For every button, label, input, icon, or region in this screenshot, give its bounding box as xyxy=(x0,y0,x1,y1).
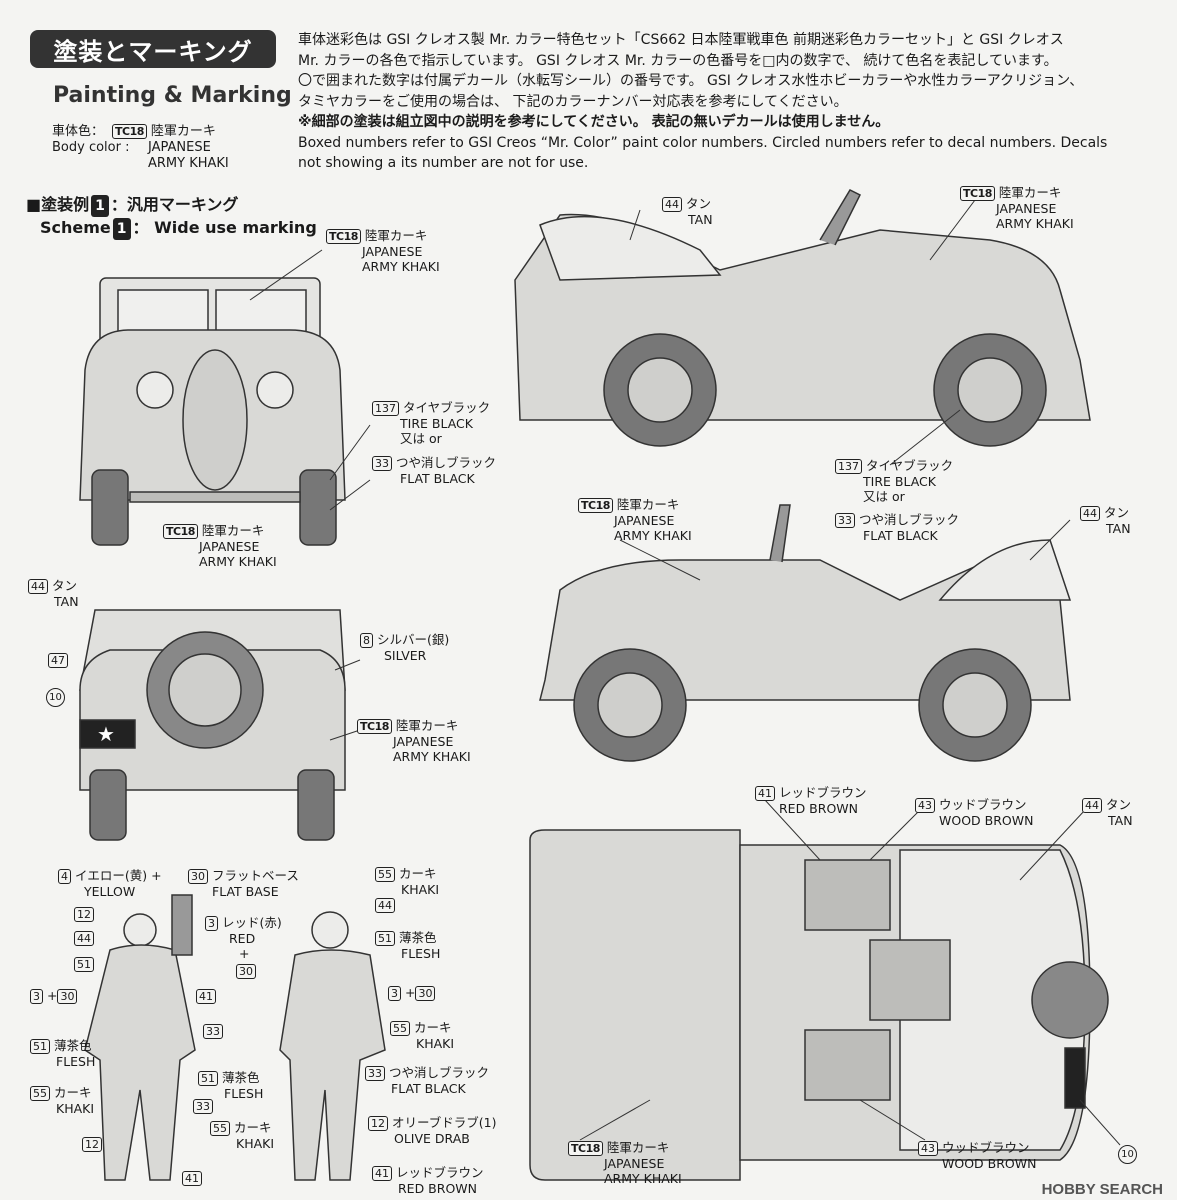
num-30-fig: 30 xyxy=(236,963,260,979)
paint-code-box: TC18 xyxy=(112,124,147,139)
num-33b-fig: 33 xyxy=(193,1098,217,1114)
num-12b-fig: 12 xyxy=(82,1136,106,1152)
rear-view-vehicle: ★ xyxy=(79,609,346,841)
front-view-vehicle xyxy=(79,277,346,546)
section-title: 塗装とマーキング xyxy=(30,30,276,68)
section-title-en: Painting & Marking xyxy=(53,83,292,108)
num-41b-fig: 41 xyxy=(182,1170,206,1186)
num-44-fig: 44 xyxy=(74,930,98,946)
num-41-fig: 41 xyxy=(196,988,220,1004)
num-12-fig: 12 xyxy=(74,906,98,922)
svg-text:★: ★ xyxy=(97,722,115,746)
collar-tab-sample xyxy=(171,894,193,956)
num-3-30-fig: 3+30 xyxy=(30,988,81,1004)
side-view-vehicle-2 xyxy=(539,504,1072,762)
top-view-vehicle xyxy=(529,829,1109,1181)
decal-10-top: 10 xyxy=(1118,1145,1141,1164)
figure-back xyxy=(279,911,386,1181)
decal-10-rear: 10 xyxy=(46,688,69,707)
leader-lines xyxy=(249,199,1121,1146)
side-view-vehicle-1 xyxy=(514,189,1091,447)
body-color-label: 車体色：Body color : xyxy=(52,124,130,155)
num-44-fig2: 44 xyxy=(375,897,399,913)
num-51-fig: 51 xyxy=(74,956,98,972)
num-44-rear: 47 xyxy=(48,652,72,668)
intro-text: 車体迷彩色は GSI クレオス製 Mr. カラー特色セット「CS662 日本陸軍… xyxy=(298,32,1108,171)
num-3-30-fig2: 3+30 xyxy=(388,985,439,1001)
watermark-logo: HOBBY SEARCH xyxy=(1041,1181,1163,1198)
num-33-fig: 33 xyxy=(203,1023,227,1039)
